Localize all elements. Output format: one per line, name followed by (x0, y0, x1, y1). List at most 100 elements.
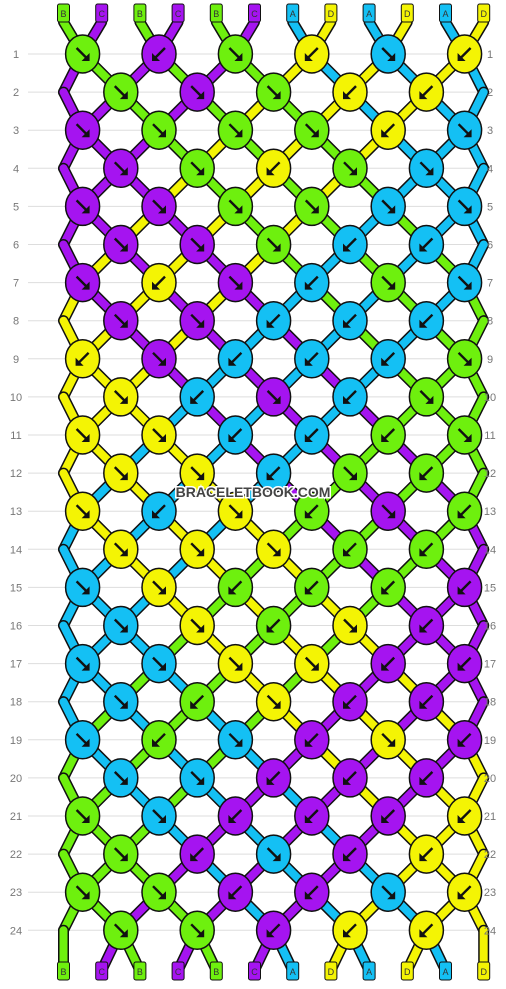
bottom-strand-letter: B (137, 967, 143, 977)
arrow-down-right-icon (190, 85, 205, 100)
bottom-strand-tab (477, 961, 491, 981)
bottom-strand-tab (95, 961, 109, 981)
arrow-down-left-icon (381, 809, 396, 823)
arrow-down-left-icon (457, 885, 472, 900)
arrow-down-right-icon (75, 47, 90, 61)
row-number-left: 7 (13, 278, 19, 290)
arrow-down-left-icon (419, 313, 434, 328)
top-strand-letter: C (175, 9, 182, 19)
row-number-left: 20 (10, 773, 22, 785)
bottom-strand-letter: B (213, 967, 219, 977)
row-number-right: 9 (487, 354, 493, 366)
arrow-down-right-icon (381, 732, 396, 747)
row-number-right: 13 (484, 506, 496, 518)
arrow-down-right-icon (190, 618, 205, 633)
row-number-right: 20 (484, 773, 496, 785)
arrow-down-right-icon (113, 466, 128, 481)
arrow-down-right-icon (457, 123, 472, 138)
arrow-down-right-icon (304, 123, 319, 138)
arrow-down-left-icon (419, 466, 434, 481)
row-number-right: 12 (484, 468, 496, 480)
row-number-right: 6 (487, 240, 493, 252)
arrow-down-left-icon (152, 275, 166, 290)
arrow-down-left-icon (75, 351, 90, 366)
top-strand-tab (209, 3, 223, 23)
arrow-down-left-icon (381, 123, 396, 138)
arrow-down-right-icon (228, 123, 243, 138)
bottom-strand-letter: D (480, 967, 487, 977)
row-number-right: 15 (484, 582, 496, 594)
arrow-down-right-icon (457, 275, 472, 290)
arrow-down-right-icon (381, 275, 396, 290)
row-number-left: 21 (10, 811, 22, 823)
arrow-down-right-icon (419, 161, 434, 176)
row-number-left: 13 (10, 506, 22, 518)
row-number-right: 18 (484, 697, 496, 709)
arrow-down-left-icon (457, 809, 472, 823)
arrow-down-right-icon (266, 237, 281, 252)
arrow-down-left-icon (304, 885, 319, 900)
bottom-strand-tab (133, 961, 147, 981)
top-strand-letter: D (480, 9, 487, 19)
arrow-down-left-icon (457, 732, 472, 747)
arrow-down-right-icon (75, 199, 90, 214)
arrow-down-right-icon (113, 847, 128, 862)
arrow-down-left-icon (381, 656, 396, 671)
bottom-strand-letter: C (175, 967, 182, 977)
bottom-strand-letter: A (442, 967, 448, 977)
row-number-right: 21 (484, 811, 496, 823)
arrow-down-right-icon (343, 618, 357, 633)
arrow-down-left-icon (343, 694, 357, 709)
arrow-down-right-icon (75, 656, 90, 671)
top-strand-letter: B (213, 9, 219, 19)
arrow-down-right-icon (266, 542, 281, 557)
top-strand-tab (286, 3, 300, 23)
row-number-left: 1 (13, 49, 19, 61)
top-strand-letter: A (290, 9, 296, 19)
arrow-down-right-icon (457, 199, 472, 214)
row-number-left: 15 (10, 582, 22, 594)
arrow-down-right-icon (113, 237, 128, 252)
arrow-down-right-icon (228, 47, 243, 61)
arrow-down-left-icon (457, 504, 472, 519)
arrow-down-left-icon (190, 847, 205, 862)
bottom-strand-tab (248, 961, 261, 981)
arrow-down-right-icon (457, 351, 472, 366)
arrow-down-left-icon (304, 732, 319, 747)
row-number-right: 19 (484, 735, 496, 747)
arrow-down-right-icon (190, 466, 205, 481)
arrow-down-right-icon (419, 390, 434, 404)
arrow-down-right-icon (304, 656, 319, 671)
arrow-down-right-icon (266, 847, 281, 862)
arrow-down-right-icon (75, 123, 90, 138)
row-number-right: 11 (484, 430, 495, 442)
arrow-down-right-icon (152, 123, 166, 138)
row-number-left: 6 (13, 240, 19, 252)
row-number-left: 19 (10, 735, 22, 747)
arrow-down-right-icon (152, 885, 166, 900)
arrow-down-right-icon (113, 771, 128, 785)
arrow-down-right-icon (113, 694, 128, 709)
arrow-down-right-icon (113, 313, 128, 328)
row-number-right: 10 (484, 392, 496, 404)
arrow-down-left-icon (266, 161, 281, 176)
bottom-strand-letter: A (290, 967, 296, 977)
arrow-down-left-icon (419, 694, 434, 709)
arrow-down-left-icon (152, 732, 166, 747)
row-number-left: 9 (13, 354, 19, 366)
bottom-strand-tab (209, 961, 223, 981)
arrow-down-left-icon (343, 771, 357, 785)
arrow-down-left-icon (266, 771, 281, 785)
row-number-left: 12 (10, 468, 22, 480)
arrow-down-left-icon (266, 466, 281, 481)
top-strand-tab (95, 3, 109, 23)
arrow-down-right-icon (190, 771, 205, 785)
bottom-strand-letter: C (251, 967, 258, 977)
arrow-down-left-icon (457, 47, 472, 61)
row-number-left: 11 (10, 430, 21, 442)
bottom-strand-tab (286, 961, 300, 981)
top-strand-tab (477, 3, 491, 23)
top-strand-tab (171, 3, 185, 23)
arrow-down-right-icon (343, 161, 357, 176)
